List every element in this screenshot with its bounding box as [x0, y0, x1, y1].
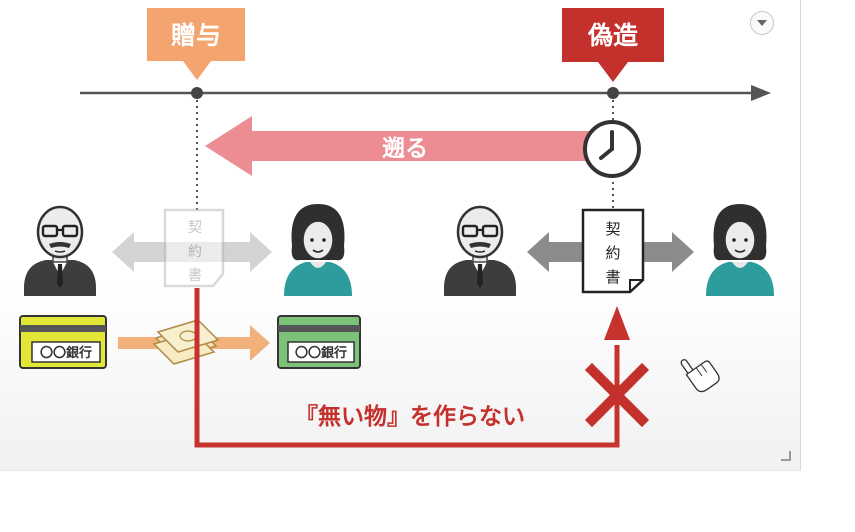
faded-contract: 契 約 書 [163, 208, 225, 288]
bank-card-right: 〇〇銀行 [277, 315, 361, 369]
forgery-tag: 偽造 [562, 8, 664, 82]
cross-icon [584, 362, 650, 428]
svg-text:〇〇銀行: 〇〇銀行 [295, 345, 347, 361]
svg-text:約: 約 [188, 244, 202, 260]
svg-text:契: 契 [605, 220, 620, 238]
svg-text:契: 契 [188, 220, 202, 236]
woman-icon [283, 203, 353, 297]
woman-icon [705, 203, 775, 297]
forgery-label: 偽造 [587, 21, 638, 50]
svg-text:〇〇銀行: 〇〇銀行 [40, 345, 92, 361]
menu-icon[interactable] [750, 11, 774, 35]
forged-transfer: 契 約 書 [527, 208, 694, 294]
slogan-text: 『無い物』を作らない [295, 403, 525, 430]
diagram: 贈与 偽造 遡る 契 約 書 [19, 8, 775, 448]
faded-transfer: 契 約 書 [112, 208, 272, 288]
svg-text:書: 書 [188, 268, 202, 284]
hand-cursor-icon [680, 359, 720, 393]
backdate-label: 遡る [382, 135, 428, 162]
resize-handle[interactable] [781, 451, 791, 461]
backdate-arrow: 遡る [205, 116, 590, 176]
money-icon [152, 319, 220, 365]
timeline [80, 85, 771, 101]
gift-label: 贈与 [171, 21, 221, 50]
grandfather-icon [22, 205, 98, 298]
forged-contract: 契 約 書 [581, 208, 645, 294]
money-transfer [118, 319, 270, 365]
grandfather-icon [442, 205, 518, 298]
svg-text:約: 約 [605, 244, 620, 262]
gift-tag: 贈与 [147, 8, 245, 80]
gift-point [191, 87, 203, 99]
svg-text:書: 書 [605, 268, 620, 286]
slide: 贈与 偽造 遡る 契 約 書 [0, 0, 801, 471]
forgery-point [607, 87, 619, 99]
bank-card-left: 〇〇銀行 [19, 315, 107, 369]
clock-icon [583, 120, 641, 178]
